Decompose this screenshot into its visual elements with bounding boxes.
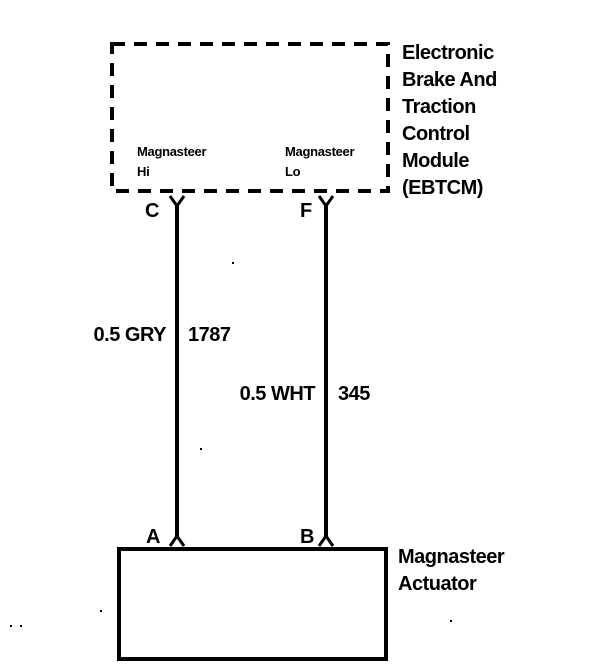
ebtcm-module-label: Electronic Brake And Traction Control Mo…: [402, 42, 502, 199]
ebtcm-label-line-3: Traction: [402, 96, 476, 118]
ebtcm-module-box: [110, 42, 390, 193]
actuator-box: [117, 547, 388, 661]
wire-gry-size-color: 0.5 GRY: [94, 324, 168, 346]
terminal-lo-label: Magnasteer Lo: [285, 144, 358, 179]
terminal-hi-line-1: Magnasteer: [137, 144, 206, 159]
terminal-hi-line-2: Hi: [137, 164, 149, 179]
wire-gry-circuit: 1787: [188, 324, 231, 346]
ebtcm-label-line-4: Control: [402, 123, 470, 145]
actuator-label: Magnasteer Actuator: [398, 546, 509, 595]
scan-specks: [10, 262, 452, 627]
pin-a-label: A: [146, 526, 160, 548]
pin-c-label: C: [145, 200, 159, 222]
ebtcm-label-line-5: Module: [402, 150, 469, 172]
wire-wht-size-color: 0.5 WHT: [240, 383, 316, 405]
ebtcm-label-line-2: Brake And: [402, 69, 497, 91]
pin-f-label: F: [300, 200, 312, 222]
ebtcm-label-line-1: Electronic: [402, 42, 494, 64]
terminal-hi-label: Magnasteer Hi: [137, 144, 210, 179]
connector-a-symbol: [168, 533, 186, 547]
terminal-lo-line-1: Magnasteer: [285, 144, 354, 159]
ebtcm-label-line-6: (EBTCM): [402, 177, 483, 199]
actuator-label-line-1: Magnasteer: [398, 546, 505, 568]
pin-b-label: B: [300, 526, 314, 548]
wire-wht-circuit: 345: [338, 383, 370, 405]
terminal-lo-line-2: Lo: [285, 164, 301, 179]
actuator-label-line-2: Actuator: [398, 573, 477, 595]
connector-b-symbol: [317, 533, 335, 547]
